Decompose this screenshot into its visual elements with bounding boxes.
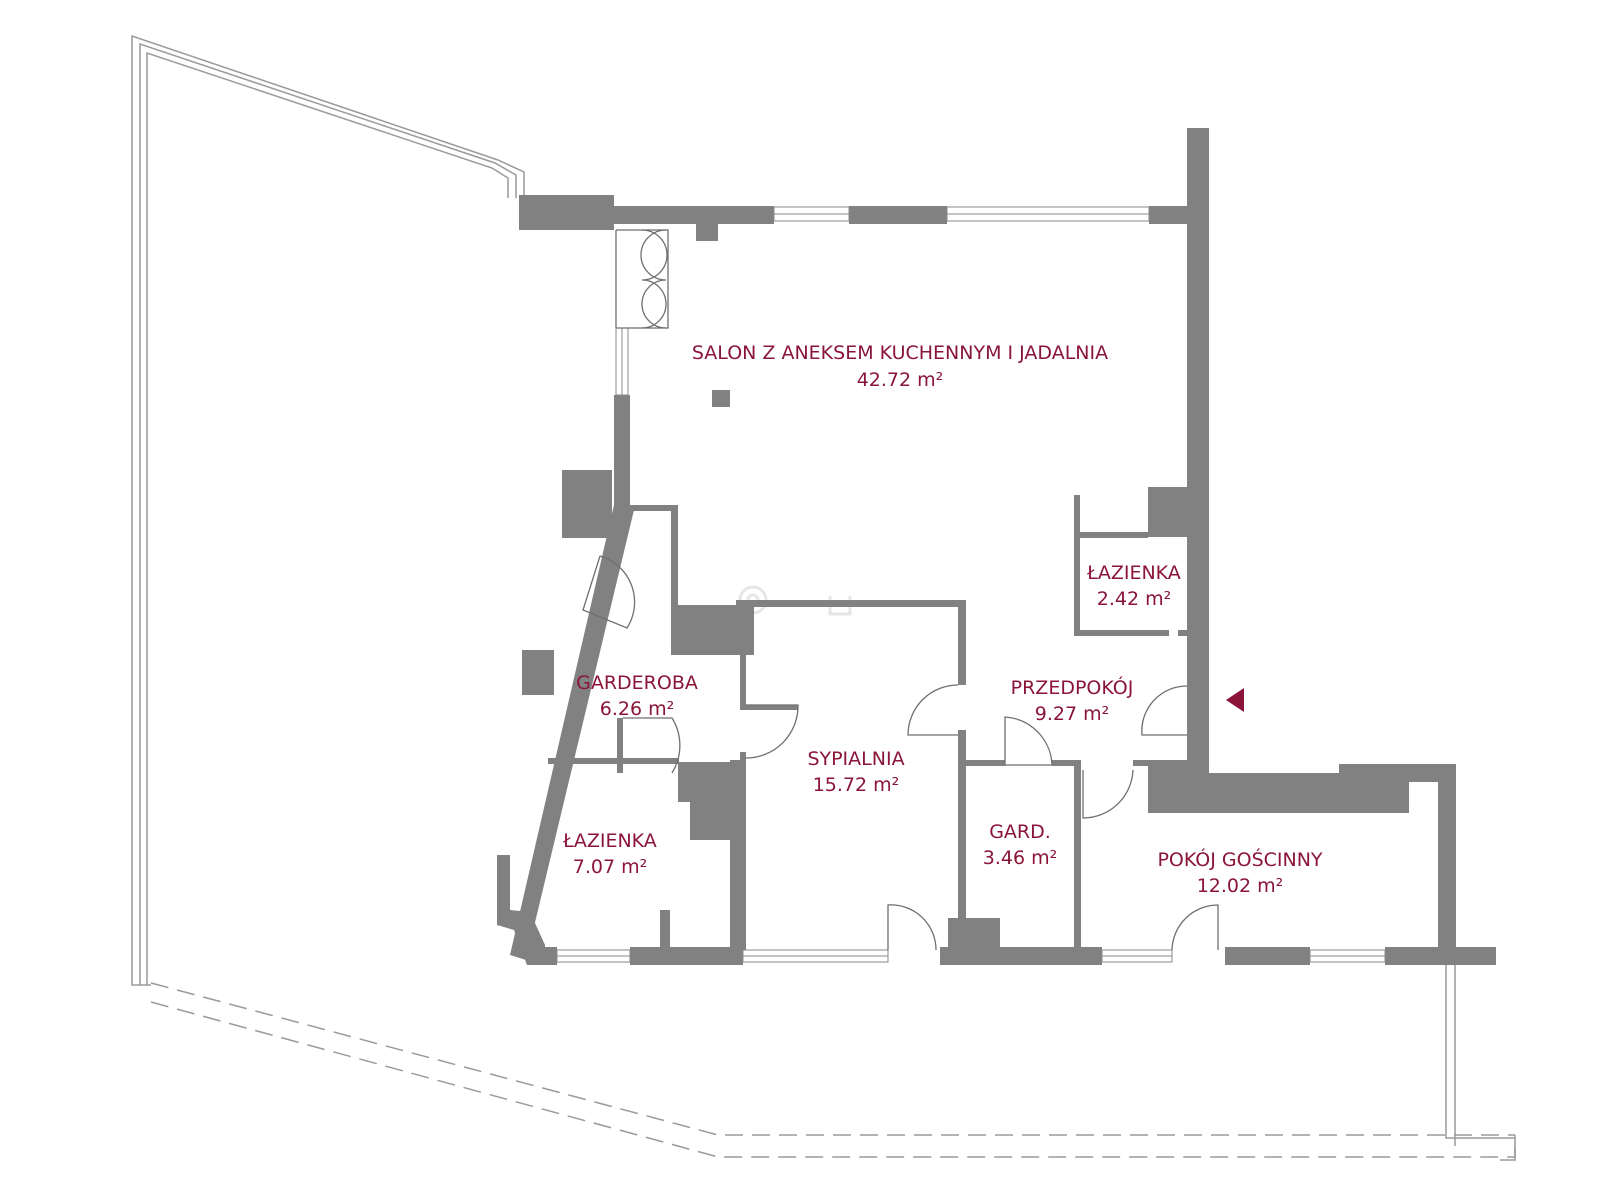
room-area: 42.72 m² [857,369,944,391]
windows [556,206,1386,963]
room-area: 6.26 m² [600,698,674,720]
room-name: GARD. [989,821,1051,843]
column [712,390,730,407]
room-label-sypialnia: SYPIALNIA 15.72 m² [807,748,904,796]
room-area: 2.42 m² [1097,588,1171,610]
terrace-dashed-edge [150,982,1516,1158]
room-area: 9.27 m² [1035,703,1109,725]
room-area: 15.72 m² [813,774,900,796]
room-area: 3.46 m² [983,847,1057,869]
room-area: 12.02 m² [1197,875,1284,897]
room-name: SYPIALNIA [807,748,904,770]
room-area: 7.07 m² [573,856,647,878]
room-label-przedpokoj: PRZEDPOKÓJ 9.27 m² [1011,675,1134,725]
entrance-marker-icon [1226,688,1244,712]
room-label-gard: GARD. 3.46 m² [983,821,1057,869]
room-name: GARDEROBA [576,672,698,694]
room-label-pokoj-goscinny: POKÓJ GOŚCINNY 12.02 m² [1157,847,1322,897]
room-label-salon: SALON Z ANEKSEM KUCHENNYM I JADALNIA 42.… [692,342,1108,391]
room-label-garderoba: GARDEROBA 6.26 m² [576,672,698,720]
room-label-lazienka-small: ŁAZIENKA 2.42 m² [1086,562,1181,610]
room-label-lazienka-large: ŁAZIENKA 7.07 m² [562,830,657,878]
room-name: SALON Z ANEKSEM KUCHENNYM I JADALNIA [692,342,1108,364]
doors [582,229,1219,951]
room-name: PRZEDPOKÓJ [1011,675,1134,699]
terrace-outline [131,34,1516,1161]
room-name: ŁAZIENKA [1086,562,1181,584]
room-name: ŁAZIENKA [562,830,657,852]
room-name: POKÓJ GOŚCINNY [1157,847,1322,871]
